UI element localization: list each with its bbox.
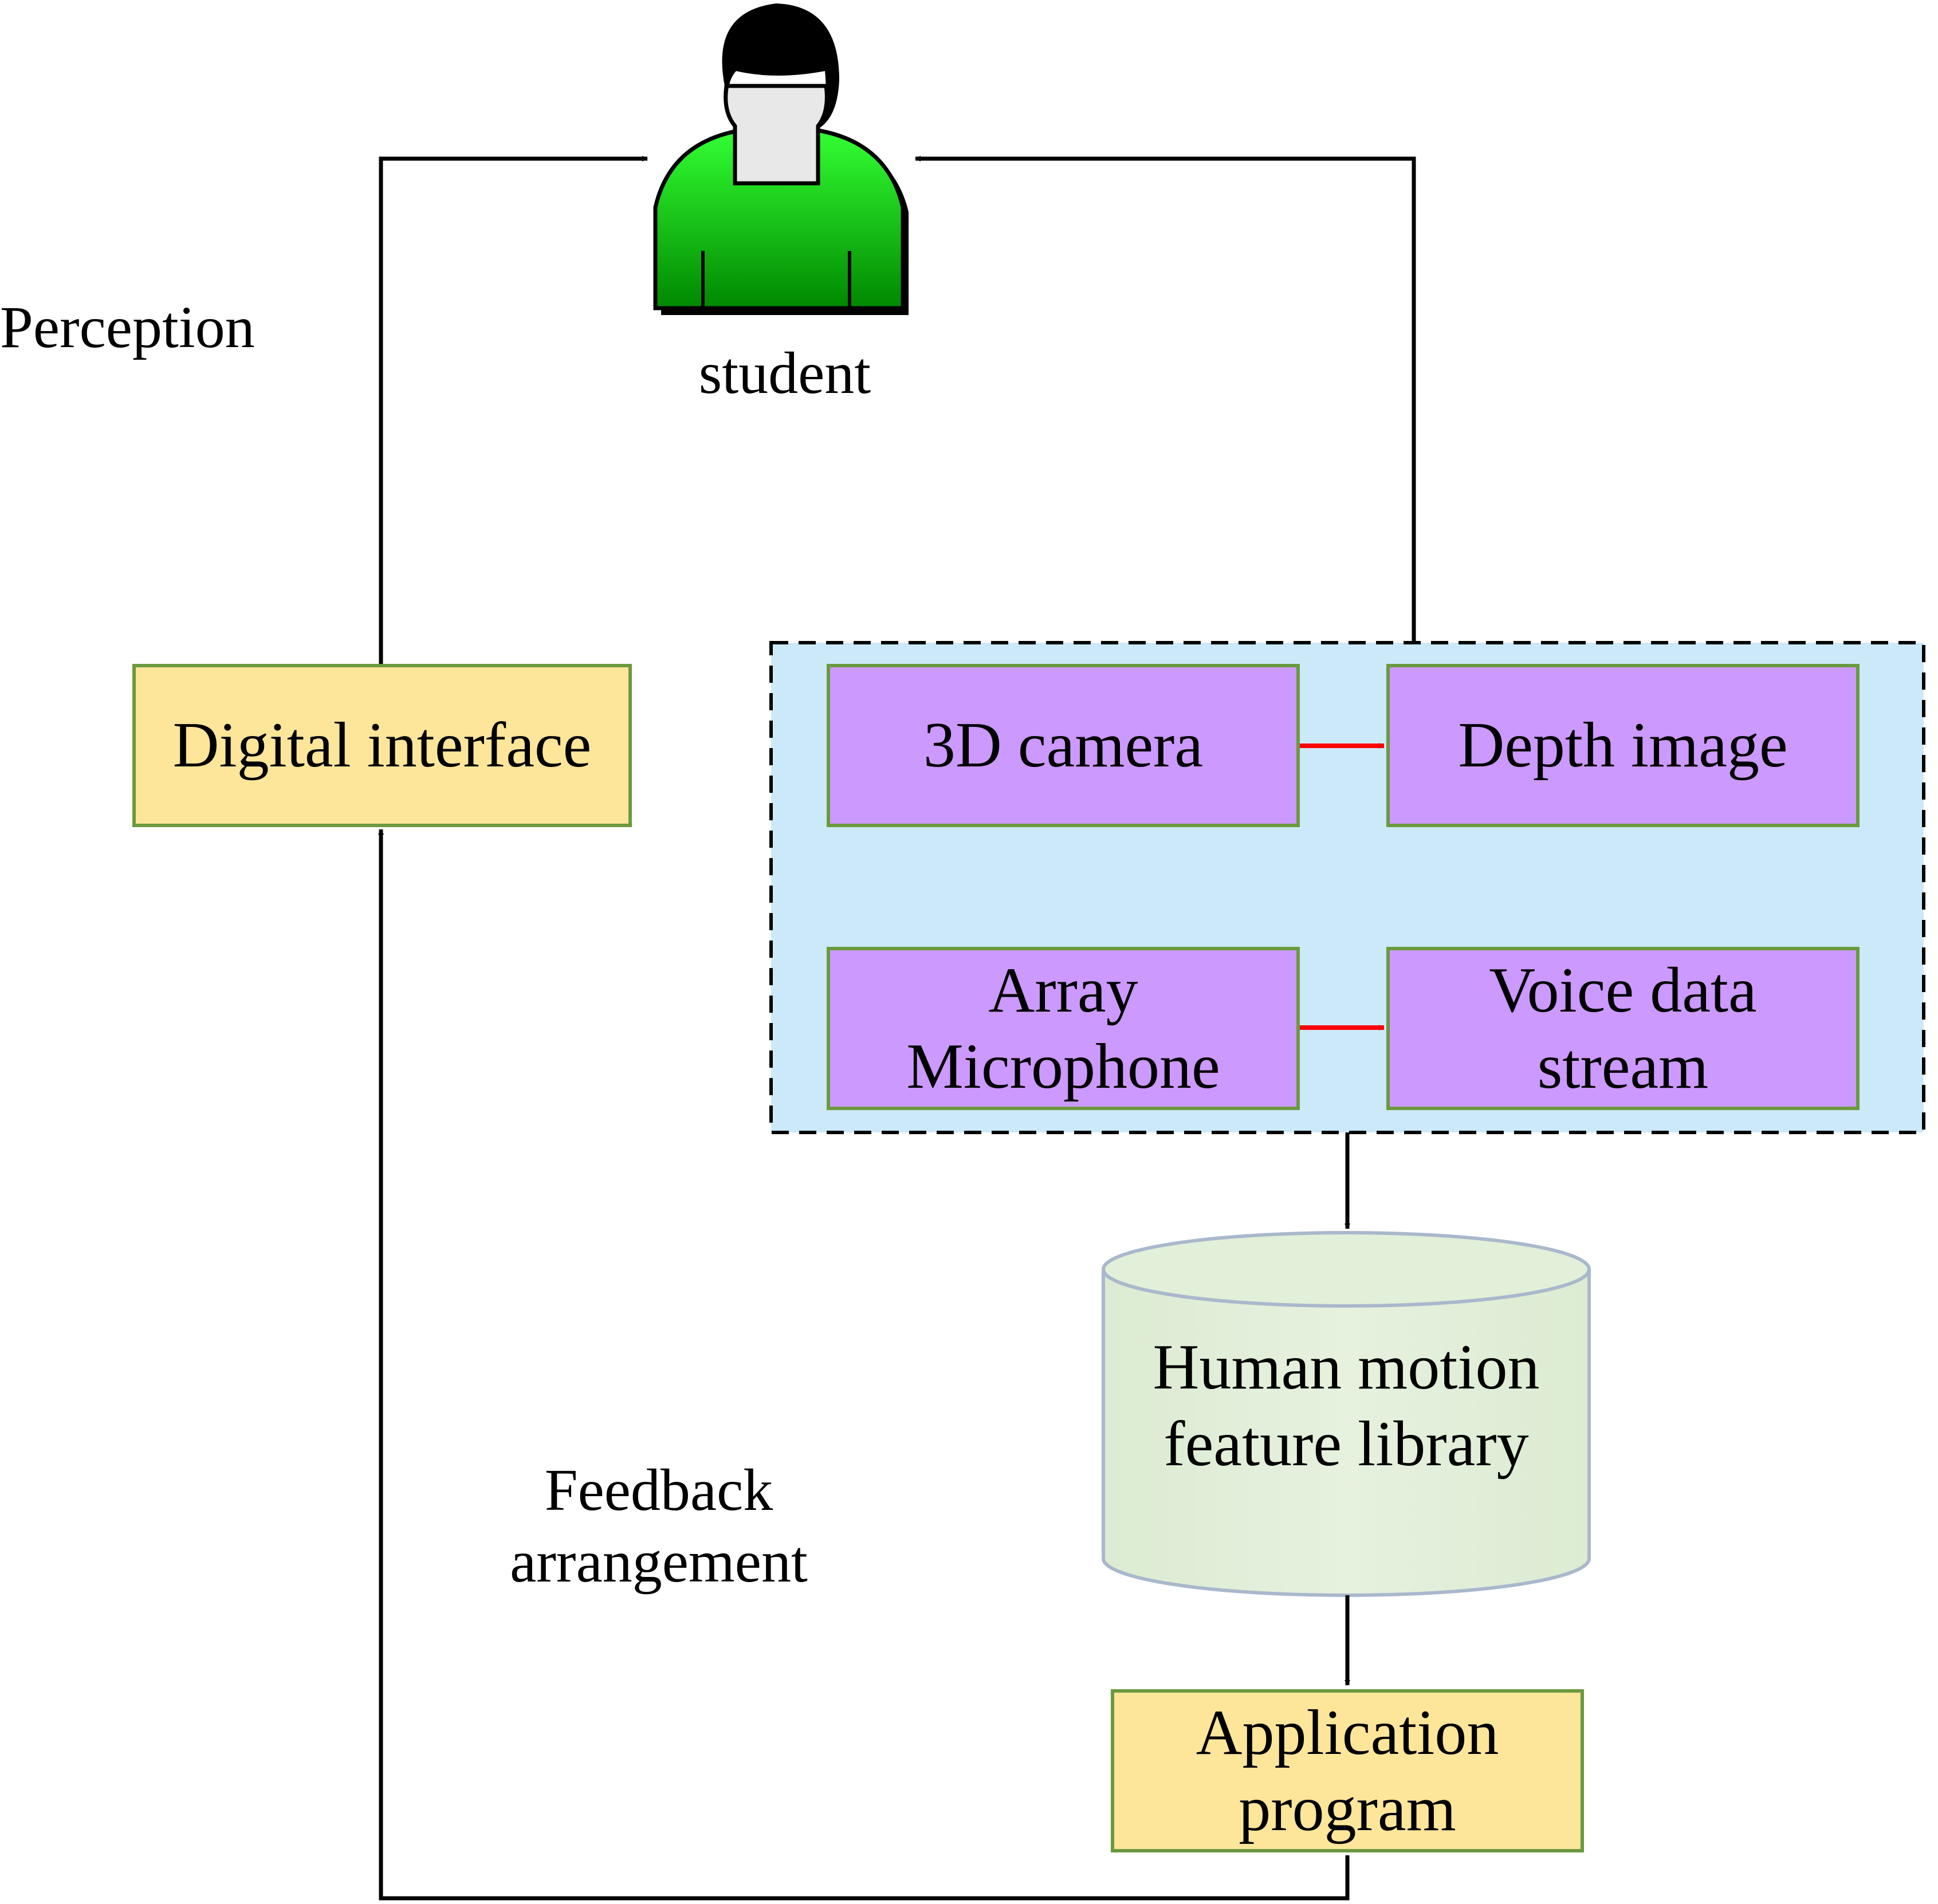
feature-library-label: Human motion feature library	[1153, 1332, 1540, 1480]
voice-stream-label: Voice data stream	[1489, 955, 1757, 1102]
feedback-arrow	[378, 829, 1350, 1901]
student-person-icon	[653, 3, 909, 315]
application-label: Application program	[1196, 1697, 1499, 1844]
array-microphone-box: Array Microphone	[827, 947, 1300, 1110]
student-label: student	[698, 340, 871, 406]
application-box: Application program	[1111, 1689, 1584, 1852]
sensor-to-student-arrow	[915, 156, 1416, 643]
array-microphone-label: Array Microphone	[906, 955, 1220, 1102]
digital-interface-label: Digital interface	[172, 710, 592, 781]
depth-image-box: Depth image	[1386, 664, 1860, 827]
digital-interface-box: Digital interface	[132, 664, 632, 827]
voice-stream-box: Voice data stream	[1386, 947, 1860, 1110]
feature-library-cylinder	[1102, 1231, 1591, 1597]
depth-image-label: Depth image	[1458, 710, 1788, 781]
feedback-label: Feedback arrangement	[510, 1457, 808, 1595]
3d-camera-label: 3D camera	[923, 710, 1204, 781]
3d-camera-box: 3D camera	[827, 664, 1300, 827]
perception-label: Perception	[0, 294, 255, 360]
perception-arrow	[379, 156, 648, 666]
